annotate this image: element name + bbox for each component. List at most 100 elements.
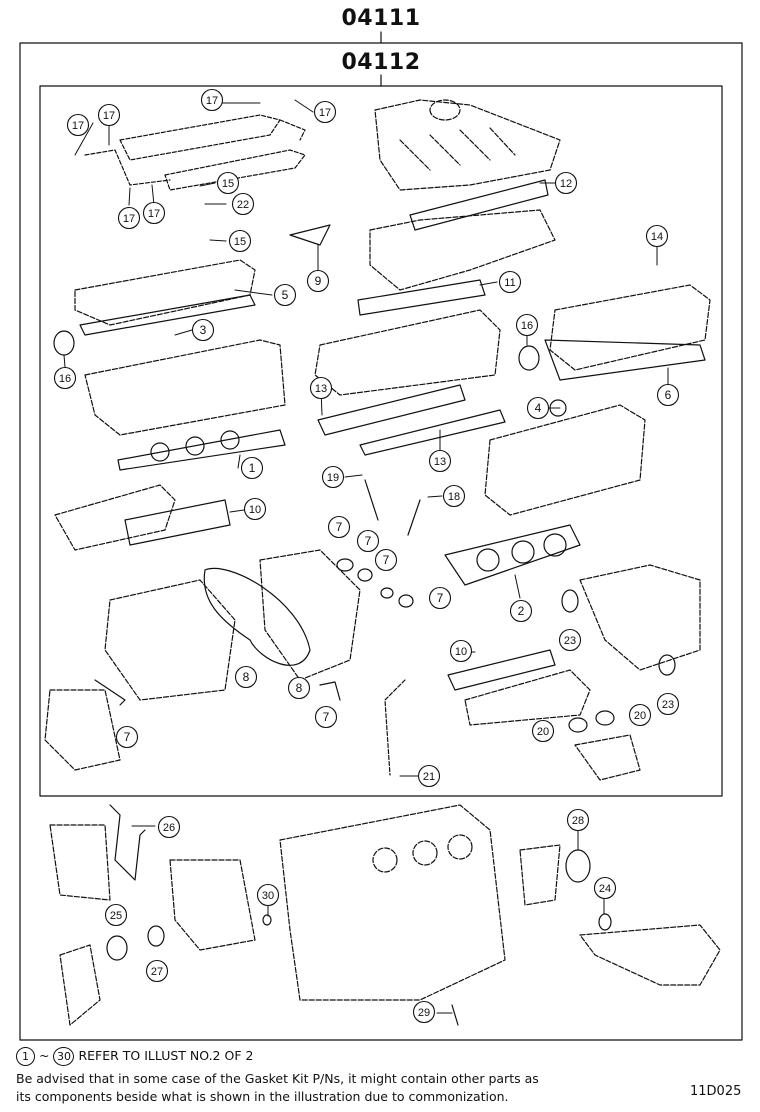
intake-gasket-11 [357, 279, 486, 316]
callout-label: 23 [662, 699, 674, 711]
callout-c10a: 10 [243, 497, 267, 521]
callout-c13b: 13 [428, 449, 452, 473]
callout-label: 4 [535, 401, 542, 415]
callout-c4: 4 [526, 396, 550, 420]
callout-c10b: 10 [449, 639, 473, 663]
callout-label: 17 [123, 213, 135, 225]
callout-label: 26 [163, 822, 175, 834]
callout-label: 13 [434, 456, 446, 468]
callout-circle [449, 639, 473, 663]
illustration-code: 11D025 [690, 1084, 742, 1099]
callout-label: 17 [319, 107, 331, 119]
callout-c6: 6 [656, 383, 680, 407]
callout-c7a: 7 [327, 515, 351, 539]
callout-c16a: 16 [53, 366, 77, 390]
callout-circle [117, 206, 141, 230]
seal-16-drawing [518, 345, 540, 371]
callout-label: 7 [124, 730, 131, 744]
callout-label: 8 [296, 681, 303, 695]
intake-plenum-drawing [374, 99, 561, 191]
callout-label: 2 [518, 604, 525, 618]
gasket-26-drawing [109, 804, 146, 881]
callout-c21: 21 [417, 764, 441, 788]
callout-circle [240, 456, 264, 480]
callout-circle [256, 883, 280, 907]
callout-circle [314, 705, 338, 729]
callout-label: 10 [455, 646, 467, 658]
callout-label: 17 [206, 95, 218, 107]
callout-circle [593, 876, 617, 900]
callout-label: 7 [365, 534, 372, 548]
callout-circle [428, 449, 452, 473]
callout-c15b: 15 [228, 229, 252, 253]
callout-circle [234, 665, 258, 689]
callout-circle [412, 1000, 436, 1024]
callout-label: 28 [572, 815, 584, 827]
callout-c26: 26 [157, 815, 181, 839]
valve-stem-drawing [364, 479, 379, 521]
callout-label: 3 [200, 323, 207, 337]
seal-25-drawing [106, 935, 128, 961]
callout-circle [374, 548, 398, 572]
callout-label: 17 [103, 110, 115, 122]
callout-c12: 12 [554, 171, 578, 195]
exhaust-gasket-13b [359, 409, 506, 456]
exhaust-gasket-13a [317, 384, 466, 436]
seal-7-drawing [319, 681, 341, 701]
oring-30-drawing [262, 914, 272, 926]
timing-cover-drawing [44, 549, 361, 771]
valve-cover-gasket-5 [79, 294, 256, 336]
callout-label: 8 [243, 670, 250, 684]
head-gasket-bore [543, 533, 567, 557]
callout-c8b: 8 [287, 676, 311, 700]
callout-c17c: 17 [200, 88, 224, 112]
callout-c20b: 20 [531, 719, 555, 743]
right-cylinder-head-drawing [484, 404, 646, 516]
callout-label: 12 [560, 178, 572, 190]
callout-circle [216, 171, 240, 195]
callout-label: 18 [448, 491, 460, 503]
head-gasket-bore [511, 540, 535, 564]
right-exhaust-manifold-drawing [464, 564, 701, 781]
callout-c16b: 16 [515, 313, 539, 337]
inner-kit-frame [39, 85, 723, 797]
callout-label: 30 [262, 890, 274, 902]
callout-label: 7 [437, 591, 444, 605]
callout-label: 20 [634, 710, 646, 722]
callout-label: 15 [234, 236, 246, 248]
range-start-badge: 1 [16, 1047, 35, 1066]
head-gasket-bore [476, 548, 500, 572]
callout-c9: 9 [306, 269, 330, 293]
callout-circle [356, 529, 380, 553]
callout-circle [309, 376, 333, 400]
callout-c7f: 7 [314, 705, 338, 729]
callout-c22: 22 [231, 192, 255, 216]
callout-label: 16 [59, 373, 71, 385]
callout-label: 23 [564, 635, 576, 647]
range-text: REFER TO ILLUST NO.2 OF 2 [78, 1048, 254, 1063]
callout-circle [656, 692, 680, 716]
callout-c23a: 23 [558, 628, 582, 652]
callout-circle [428, 586, 452, 610]
seal-27-drawing [147, 925, 165, 947]
callout-c3: 3 [191, 318, 215, 342]
callout-label: 25 [110, 910, 122, 922]
callout-circle [554, 171, 578, 195]
callout-circle [306, 269, 330, 293]
seal-7-drawing [357, 568, 373, 582]
callout-label: 27 [151, 966, 163, 978]
callout-c1: 1 [240, 456, 264, 480]
callout-c7e: 7 [115, 725, 139, 749]
valve-cover-gasket-6 [544, 339, 706, 381]
callout-circle [157, 815, 181, 839]
range-end-badge: 30 [53, 1047, 75, 1066]
callout-c27: 27 [145, 959, 169, 983]
callout-label: 13 [315, 383, 327, 395]
callout-circle [142, 201, 166, 225]
callout-c15a: 15 [216, 171, 240, 195]
left-exhaust-manifold-drawing [54, 484, 176, 551]
callout-label: 7 [383, 553, 390, 567]
fuel-rail-drawing [84, 114, 306, 191]
callout-c23b: 23 [656, 692, 680, 716]
